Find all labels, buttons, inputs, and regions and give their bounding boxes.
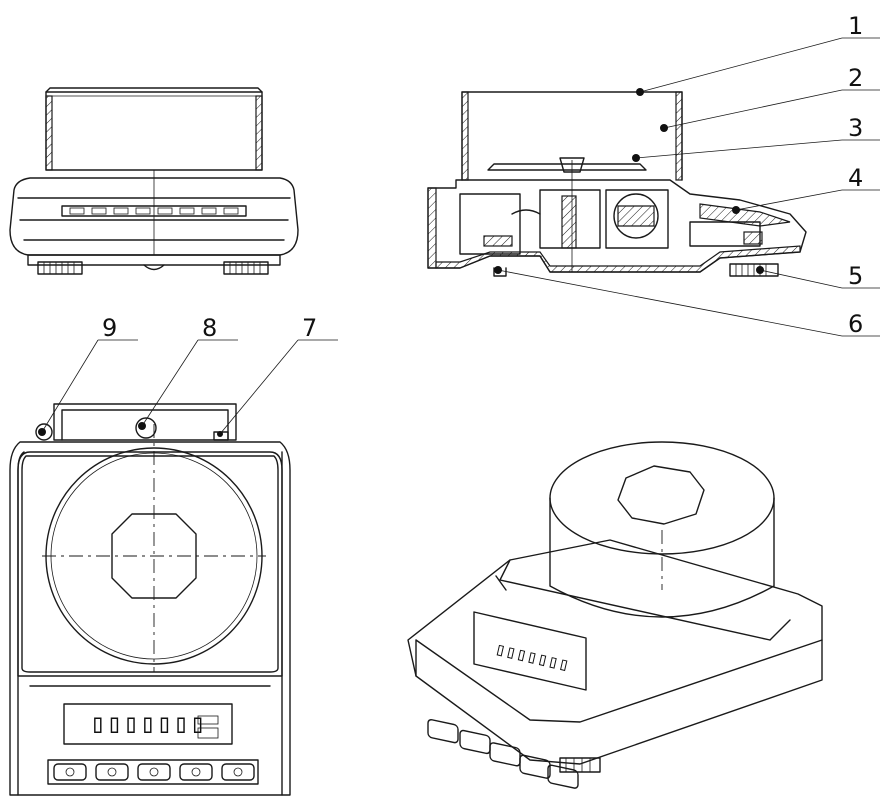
front-keys: [69, 207, 239, 215]
callout-3: 3: [848, 114, 863, 142]
section-view: [427, 91, 807, 277]
iso-keys: [427, 719, 579, 789]
isometric-view: ▯▯▯▯▯▯▯: [407, 441, 823, 789]
callout-5: 5: [848, 262, 863, 290]
callout-8: 8: [202, 314, 217, 342]
top-keys: [53, 763, 255, 781]
front-feet: [37, 261, 269, 275]
callout-labels: 1 2 3 4 5 6 7 8 9: [102, 12, 863, 342]
callout-6: 6: [848, 310, 863, 338]
iso-display-digits: ▯▯▯▯▯▯▯: [493, 638, 572, 676]
callout-7: 7: [302, 314, 317, 342]
callout-1: 1: [848, 12, 863, 40]
callout-4: 4: [848, 164, 863, 192]
top-display-digits: ▯▯▯▯▯▯▯: [90, 709, 207, 739]
callout-2: 2: [848, 64, 863, 92]
callout-leaders: [38, 37, 880, 437]
callout-9: 9: [102, 314, 117, 342]
top-view: ▯▯▯▯▯▯▯: [9, 403, 291, 796]
front-view: [9, 87, 299, 275]
